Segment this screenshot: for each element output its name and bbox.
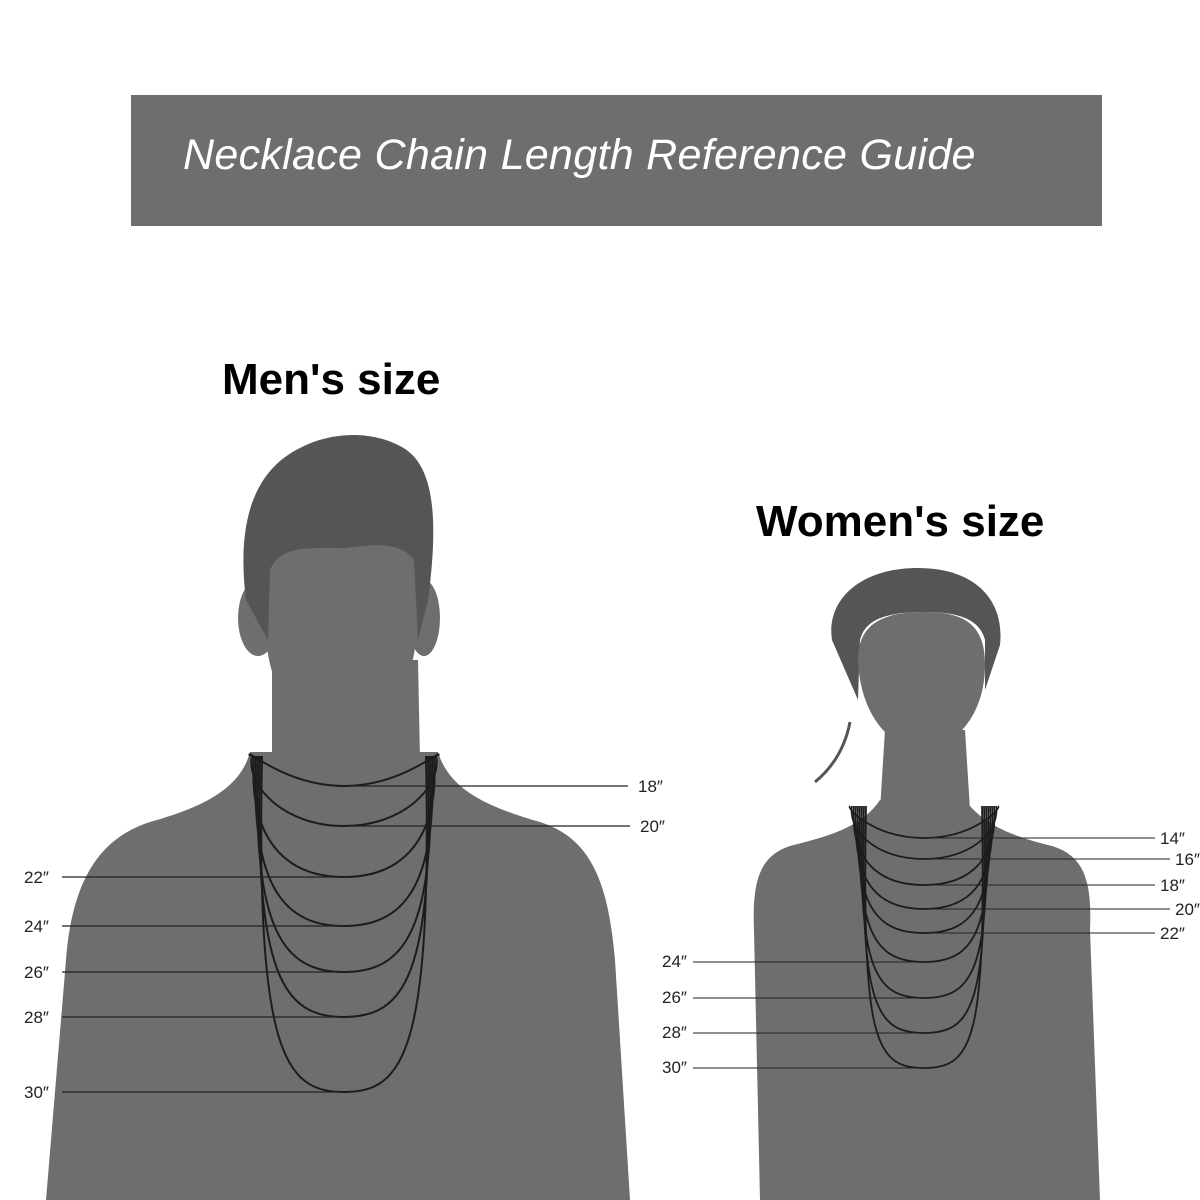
women-leader-group: 14″ 16″ 18″ 20″ 22″ 24″ 26″ 28″ 30″ xyxy=(662,829,1200,1077)
women-length-label: 30″ xyxy=(662,1058,687,1077)
women-size-heading: Women's size xyxy=(756,497,1045,546)
men-size-heading: Men's size xyxy=(222,355,441,404)
women-length-label: 18″ xyxy=(1160,876,1185,895)
guide-title: Necklace Chain Length Reference Guide xyxy=(183,131,976,179)
men-length-label: 18″ xyxy=(638,777,663,796)
women-length-label: 22″ xyxy=(1160,924,1185,943)
woman-head xyxy=(858,612,985,750)
men-chain-7 xyxy=(260,755,428,1094)
men-length-label: 30″ xyxy=(24,1083,49,1102)
title-banner: Necklace Chain Length Reference Guide xyxy=(131,95,1102,226)
woman-hair xyxy=(831,568,1001,700)
women-length-label: 20″ xyxy=(1175,900,1200,919)
woman-torso xyxy=(753,800,1100,1200)
men-length-label: 26″ xyxy=(24,963,49,982)
men-chain-6 xyxy=(258,755,430,1019)
women-length-label: 24″ xyxy=(662,952,687,971)
men-length-label: 20″ xyxy=(640,817,665,836)
men-length-label: 24″ xyxy=(24,917,49,936)
women-length-label: 26″ xyxy=(662,988,687,1007)
man-silhouette xyxy=(46,434,630,1200)
women-length-label: 16″ xyxy=(1175,850,1200,869)
woman-neck xyxy=(880,730,970,810)
woman-silhouette xyxy=(753,568,1100,1200)
women-length-label: 28″ xyxy=(662,1023,687,1042)
man-hair xyxy=(243,434,434,640)
men-leader-group: 18″ 20″ 22″ 24″ 26″ 28″ 30″ xyxy=(24,777,665,1102)
men-length-label: 28″ xyxy=(24,1008,49,1027)
women-length-label: 14″ xyxy=(1160,829,1185,848)
woman-hair-wisp xyxy=(814,721,852,784)
man-torso xyxy=(46,752,630,1200)
women-chain-2 xyxy=(850,805,998,860)
men-length-label: 22″ xyxy=(24,868,49,887)
men-chain-5 xyxy=(256,755,432,974)
